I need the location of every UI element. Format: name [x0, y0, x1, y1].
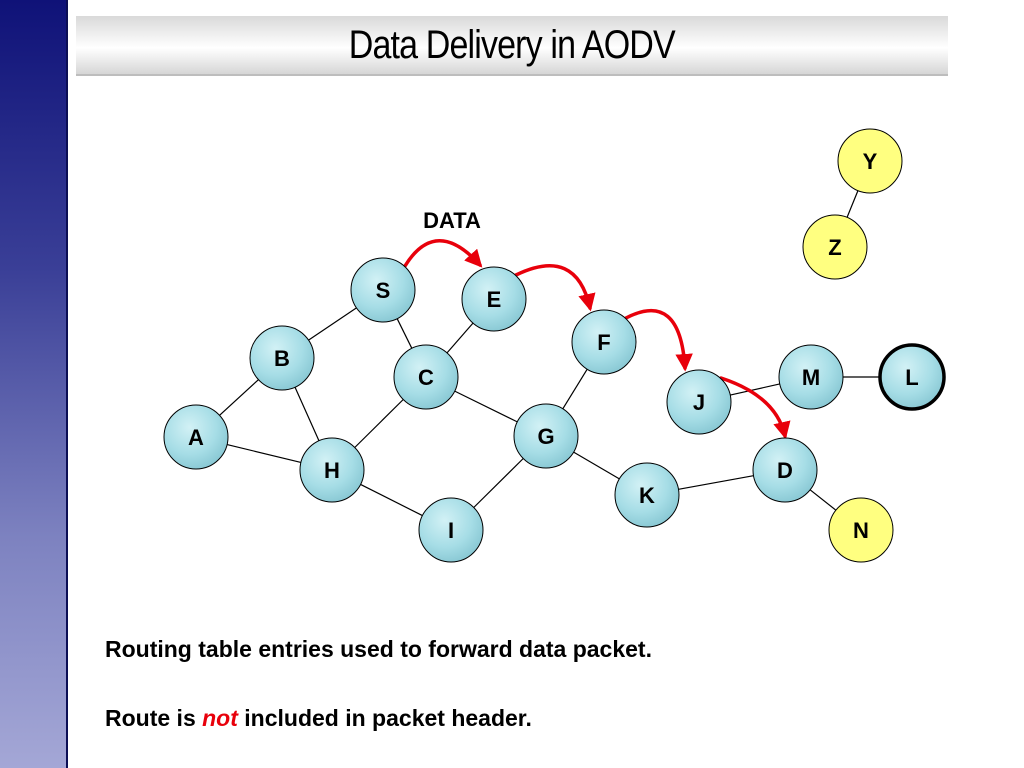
node-l: L: [878, 343, 946, 411]
node-d-circle: [752, 437, 818, 503]
node-d-label: D: [777, 458, 793, 483]
node-a-circle: [163, 404, 229, 470]
node-d: D: [752, 437, 818, 503]
caption-line-2-prefix: Route is: [105, 705, 203, 731]
node-h: H: [299, 437, 365, 503]
data-arrow-e-f: [514, 264, 596, 312]
node-s: S: [350, 257, 416, 323]
node-i-circle: [418, 497, 484, 563]
node-z-circle: [802, 214, 868, 280]
link-g-k: [573, 451, 620, 480]
node-k-circle: [614, 462, 680, 528]
link-y-z: [846, 190, 859, 218]
link-s-c: [396, 318, 413, 349]
node-m: M: [778, 344, 844, 410]
node-j-circle: [666, 369, 732, 435]
node-b: B: [249, 325, 315, 391]
node-c: C: [393, 344, 459, 410]
caption-line-2-emphasis: not: [202, 705, 238, 731]
node-g: G: [513, 403, 579, 469]
data-arrow-f-j: [624, 308, 693, 372]
node-e-label: E: [487, 287, 502, 312]
data-arrow-j-d: [719, 376, 791, 440]
node-a: A: [163, 404, 229, 470]
link-h-i: [360, 483, 423, 517]
node-n-label: N: [853, 518, 869, 543]
node-e-circle: [461, 266, 527, 332]
node-g-label: G: [537, 424, 554, 449]
node-y-label: Y: [863, 149, 878, 174]
node-l-label: L: [905, 365, 918, 390]
node-b-label: B: [274, 346, 290, 371]
node-m-circle: [778, 344, 844, 410]
caption-route-header: Route is not included in packet header.: [105, 705, 532, 732]
node-b-circle: [249, 325, 315, 391]
node-y-circle: [837, 128, 903, 194]
node-l-circle: [878, 343, 946, 411]
node-k-label: K: [639, 483, 655, 508]
node-k: K: [614, 462, 680, 528]
link-k-d: [678, 475, 754, 490]
data-packet-label: DATA: [423, 208, 481, 233]
link-e-c: [446, 322, 474, 354]
caption-routing-table: Routing table entries used to forward da…: [105, 636, 652, 663]
link-c-h: [354, 399, 404, 448]
link-d-n: [809, 489, 837, 511]
link-b-h: [294, 386, 320, 442]
link-i-g: [473, 458, 524, 508]
node-n-circle: [828, 497, 894, 563]
node-c-label: C: [418, 365, 434, 390]
node-n: N: [828, 497, 894, 563]
link-c-g: [454, 390, 518, 423]
node-f-label: F: [597, 330, 610, 355]
node-f: F: [571, 309, 637, 375]
link-j-m: [730, 383, 780, 396]
title-bar: Data Delivery in AODV: [76, 16, 948, 76]
node-j-label: J: [693, 390, 705, 415]
node-c-circle: [393, 344, 459, 410]
data-arrow-s-e: [403, 239, 483, 268]
slide-title: Data Delivery in AODV: [348, 22, 676, 67]
node-g-circle: [513, 403, 579, 469]
node-y: Y: [837, 128, 903, 194]
node-z-label: Z: [828, 235, 841, 260]
node-z: Z: [802, 214, 868, 280]
node-m-label: M: [802, 365, 820, 390]
node-s-circle: [350, 257, 416, 323]
node-i-label: I: [448, 518, 454, 543]
node-a-label: A: [188, 425, 204, 450]
link-b-a: [219, 379, 259, 416]
link-s-b: [308, 307, 357, 341]
node-h-label: H: [324, 458, 340, 483]
link-a-h: [226, 443, 302, 464]
caption-line-1: Routing table entries used to forward da…: [105, 636, 652, 662]
slide-side-bar: [0, 0, 68, 768]
node-f-circle: [571, 309, 637, 375]
node-s-label: S: [376, 278, 391, 303]
node-h-circle: [299, 437, 365, 503]
node-j: J: [666, 369, 732, 435]
link-f-g: [562, 368, 588, 410]
node-e: E: [461, 266, 527, 332]
node-i: I: [418, 497, 484, 563]
caption-line-2-suffix: included in packet header.: [237, 705, 532, 731]
